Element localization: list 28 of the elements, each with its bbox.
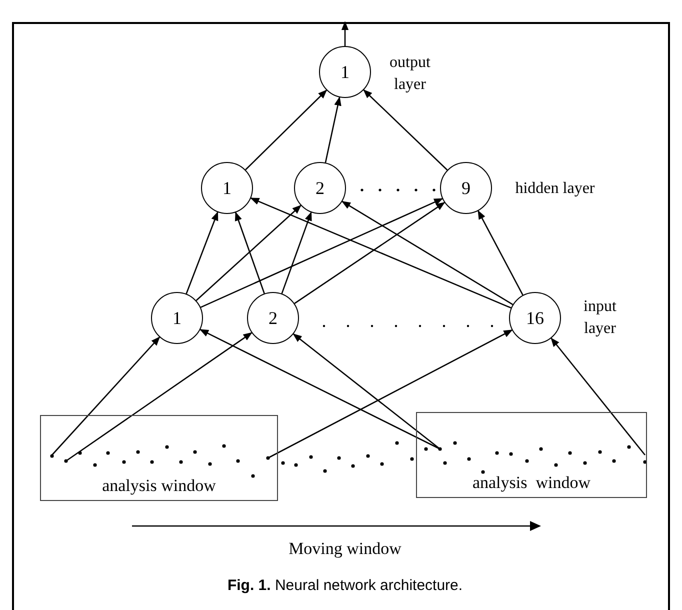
arrow — [66, 332, 252, 462]
axis-label: Moving window — [288, 538, 402, 560]
arrow — [196, 204, 302, 301]
arrow — [281, 212, 312, 294]
arrow — [363, 89, 448, 170]
arrow — [234, 212, 265, 294]
arrow — [199, 329, 440, 450]
figure-caption: Fig. 1. Neural network architecture. — [226, 576, 464, 596]
layer-label: hidden layer — [514, 179, 596, 199]
layer-label: input layer — [582, 297, 618, 339]
window-label: analysis window — [472, 472, 591, 494]
arrow — [292, 333, 440, 450]
arrow — [52, 336, 160, 456]
arrow — [294, 202, 446, 304]
arrow — [250, 198, 512, 308]
arrow — [324, 96, 342, 163]
arrow — [478, 210, 524, 296]
window-box — [40, 415, 278, 501]
arrow — [341, 21, 349, 46]
window-label: analysis window — [102, 474, 216, 497]
arrow — [245, 90, 328, 170]
arrow — [550, 338, 646, 456]
arrow — [200, 198, 444, 308]
arrow — [341, 200, 514, 306]
arrow — [268, 330, 513, 459]
layer-label: output layer — [388, 53, 432, 95]
window-box — [416, 412, 647, 498]
arrow — [186, 211, 218, 294]
